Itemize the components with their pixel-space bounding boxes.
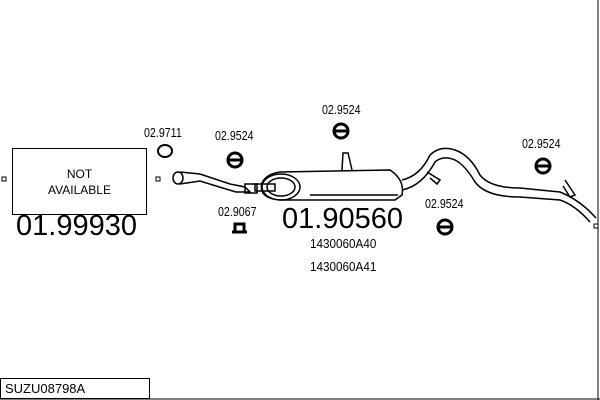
rubber-mount-icon <box>226 151 244 169</box>
connector-marker <box>155 176 161 182</box>
silencer <box>260 152 404 201</box>
part-number-rubber[interactable]: 02.9524 <box>215 128 254 143</box>
connector-marker <box>1 176 7 182</box>
rubber-mount-icon <box>436 218 454 236</box>
part-number-gasket[interactable]: 02.9711 <box>144 125 182 140</box>
oem-number: 1430060A41 <box>310 259 377 274</box>
diagram-code: SUZU08798A <box>0 378 150 399</box>
intermediate-pipe <box>172 171 276 194</box>
part-number-rubber[interactable]: 02.9524 <box>522 136 561 151</box>
gasket-ring <box>157 144 173 158</box>
not-available-text: NOT <box>66 166 93 181</box>
part-number-clamp[interactable]: 02.9067 <box>218 204 257 219</box>
part-number-rubber[interactable]: 02.9524 <box>322 102 361 117</box>
rubber-mount-icon <box>332 122 350 140</box>
tail-pipe <box>401 147 597 223</box>
clamp-icon <box>232 222 247 234</box>
part-number-rear-silencer[interactable]: 01.90560 <box>282 203 403 235</box>
part-number-front-pipe[interactable]: 01.99930 <box>16 210 137 242</box>
connector-marker <box>593 223 599 229</box>
not-available-box: NOT AVAILABLE <box>12 148 147 215</box>
rubber-mount-icon <box>534 157 552 175</box>
oem-number: 1430060A40 <box>310 236 377 251</box>
not-available-text: AVAILABLE <box>48 182 111 197</box>
part-number-rubber[interactable]: 02.9524 <box>425 196 464 211</box>
